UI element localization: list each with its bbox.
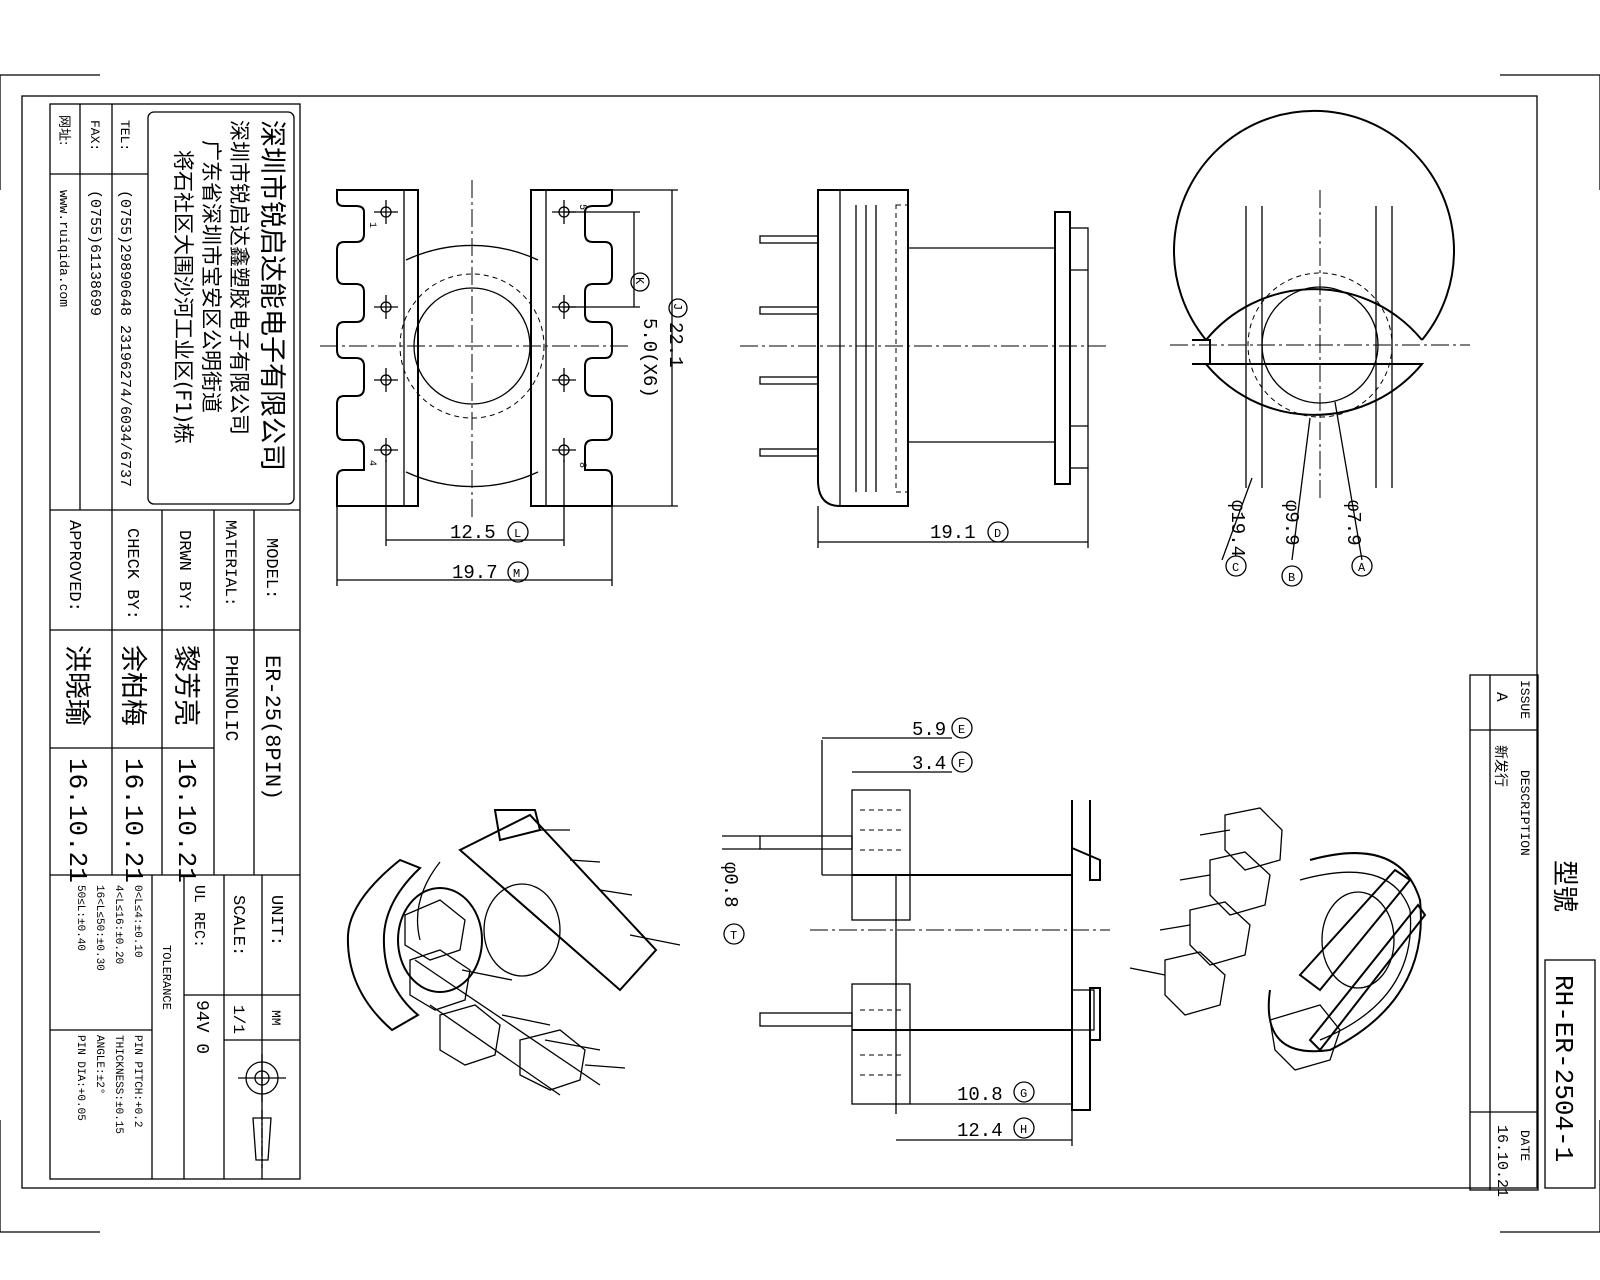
issue-value: A [1492, 692, 1510, 702]
pin-number-5: 5 [576, 204, 587, 210]
dim-b-tag: B [1288, 571, 1295, 585]
dim-h-tag: H [1020, 1123, 1027, 1137]
check-name: 余柏梅 [117, 645, 148, 726]
ul-label: UL REC: [190, 885, 207, 948]
factory-name: 深圳市锐启达鑫塑胶电子有限公司 [227, 120, 251, 435]
address-line-1: 广东省深圳市宝安区公明街道 [199, 140, 223, 413]
unit-label: UNIT: [266, 895, 285, 946]
front-view: 1 4 5 8 J 22.1 K 5.0(X6) 12.5 L 19.7 M [320, 180, 688, 586]
tolerance-8: PIN DIA:+0.05 [74, 1035, 86, 1121]
dim-d-tag: D [994, 527, 1001, 541]
description-value: 新发行 [1492, 745, 1508, 787]
tolerance-label: TOLERANCE [159, 945, 173, 1010]
model-label: MODEL: [261, 538, 280, 599]
tolerance-7: ANGLE:±2° [93, 1035, 105, 1094]
company-info: 深圳市锐启达能电子有限公司 深圳市锐启达鑫塑胶电子有限公司 广东省深圳市宝安区公… [56, 115, 287, 487]
dim-j-tag: J [670, 303, 684, 310]
material-value: PHENOLIC [220, 655, 240, 742]
approved-label: APPROVED: [64, 520, 83, 612]
issue-label: ISSUE [1517, 680, 1532, 719]
dim-k: 5.0(X6) [638, 318, 660, 398]
unit-value: MM [268, 1010, 283, 1026]
bottom-view: 5.9 E 3.4 F φ0.8 T 10.8 G 12.4 H [719, 717, 1110, 1146]
tolerance-4: 50≤L:±0.40 [74, 885, 86, 951]
isometric-view-left [346, 809, 681, 1096]
dim-c-tag: C [1232, 561, 1239, 575]
drwn-date: 16.10.21 [171, 758, 201, 883]
drwn-label: DRWN BY: [174, 530, 193, 612]
web-value: www.ruiqida.com [56, 190, 71, 307]
dim-b: φ9.9 [1280, 500, 1302, 546]
material-label: MATERIAL: [221, 520, 239, 606]
pin-number-4: 4 [366, 460, 377, 466]
dim-t: φ0.8 [719, 862, 741, 908]
tolerance-2: 4<L≤16:±0.20 [112, 885, 124, 964]
dim-e: 5.9 [912, 719, 946, 741]
part-number-value: RH-ER-2504-1 [1548, 975, 1578, 1162]
dim-j: 22.1 [664, 322, 686, 368]
revision-block: ISSUE A DESCRIPTION 新发行 DATE 16.10.21 [1469, 674, 1539, 1197]
address-line-2: 将石社区大围沙河工业区(F1)栋 [171, 150, 195, 444]
pin-number-8: 8 [576, 462, 587, 468]
scale-value: 1/1 [229, 1005, 247, 1034]
model-value: ER-25(8PIN) [259, 655, 284, 800]
tolerance-3: 16<L≤50:±0.30 [93, 885, 105, 971]
drwn-name: 黎芳亮 [170, 645, 201, 726]
company-name: 深圳市锐启达能电子有限公司 [256, 120, 287, 471]
web-label: 网址: [56, 115, 71, 145]
corner-marks [0, 74, 1600, 1233]
tel-value: (0755)29890648 23196274/6034/6737 [116, 190, 133, 487]
dim-h: 12.4 [957, 1120, 1003, 1142]
dim-t-tag: T [730, 929, 737, 943]
dim-m: 19.7 [452, 562, 498, 584]
date-label: DATE [1517, 1130, 1532, 1161]
dim-d: 19.1 [930, 522, 976, 544]
description-label: DESCRIPTION [1517, 770, 1532, 856]
drawing-frame [21, 95, 1538, 1189]
dim-k-tag: K [632, 277, 646, 285]
isometric-view-right [1129, 807, 1427, 1071]
end-view: φ7.9 A φ9.9 B φ19.4 C [1170, 110, 1470, 587]
dim-l: 12.5 [450, 522, 496, 544]
tolerance-6: THICKNESS:±0.15 [112, 1035, 124, 1134]
dim-c: φ19.4 [1226, 500, 1248, 557]
side-view: 19.1 D [740, 189, 1110, 548]
approved-name: 洪晓瑜 [61, 645, 92, 726]
scale-label: SCALE: [228, 895, 247, 956]
fax-value: (0755)61138699 [86, 190, 103, 316]
dim-g: 10.8 [957, 1084, 1003, 1106]
dim-a-tag: A [1358, 561, 1366, 575]
dim-l-tag: L [514, 527, 521, 541]
title-fields: MODEL: ER-25(8PIN) MATERIAL: PHENOLIC DR… [61, 520, 286, 1168]
dim-m-tag: M [513, 567, 520, 581]
part-number-block: 型號 RH-ER-2504-1 [1544, 860, 1596, 1189]
dim-f: 3.4 [912, 753, 946, 775]
tolerance-5: PIN PITCH:+0.2 [131, 1035, 143, 1127]
tolerance-1: 0<L≤4:±0.10 [131, 885, 143, 958]
dim-f-tag: F [958, 757, 965, 771]
pin-number-1: 1 [366, 222, 377, 228]
check-label: CHECK BY: [122, 528, 141, 620]
part-number-label: 型號 [1549, 860, 1579, 912]
dim-g-tag: G [1020, 1087, 1027, 1101]
ul-value: 94V 0 [191, 1000, 211, 1054]
dim-a: φ7.9 [1342, 500, 1364, 546]
dim-e-tag: E [958, 723, 965, 737]
projection-symbol-icon [238, 1054, 286, 1168]
check-date: 16.10.21 [118, 758, 148, 883]
fax-label: FAX: [87, 120, 102, 151]
date-value: 16.10.21 [1493, 1125, 1510, 1197]
approved-date: 16.10.21 [62, 758, 92, 883]
tel-label: TEL: [117, 120, 132, 151]
